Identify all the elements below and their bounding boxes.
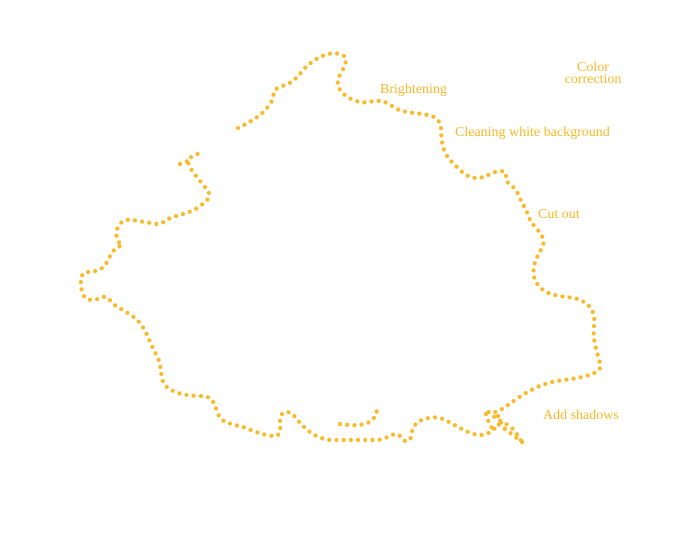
label-add-shadows: Add shadows (543, 408, 619, 423)
label-brightening: Brightening (380, 82, 447, 97)
left-hook-path (177, 155, 195, 167)
bottom-loop-path (337, 407, 379, 428)
product-cutout-path (78, 51, 603, 445)
label-color-correction-line2: correction (564, 72, 622, 87)
label-color-correction-line1: Color (577, 60, 609, 75)
label-cleaning-white-background: Cleaning white background (455, 125, 610, 140)
shadow-cross-path (483, 411, 511, 435)
label-cut-out: Cut out (538, 207, 580, 222)
label-color-correction: Color correction (558, 60, 628, 87)
